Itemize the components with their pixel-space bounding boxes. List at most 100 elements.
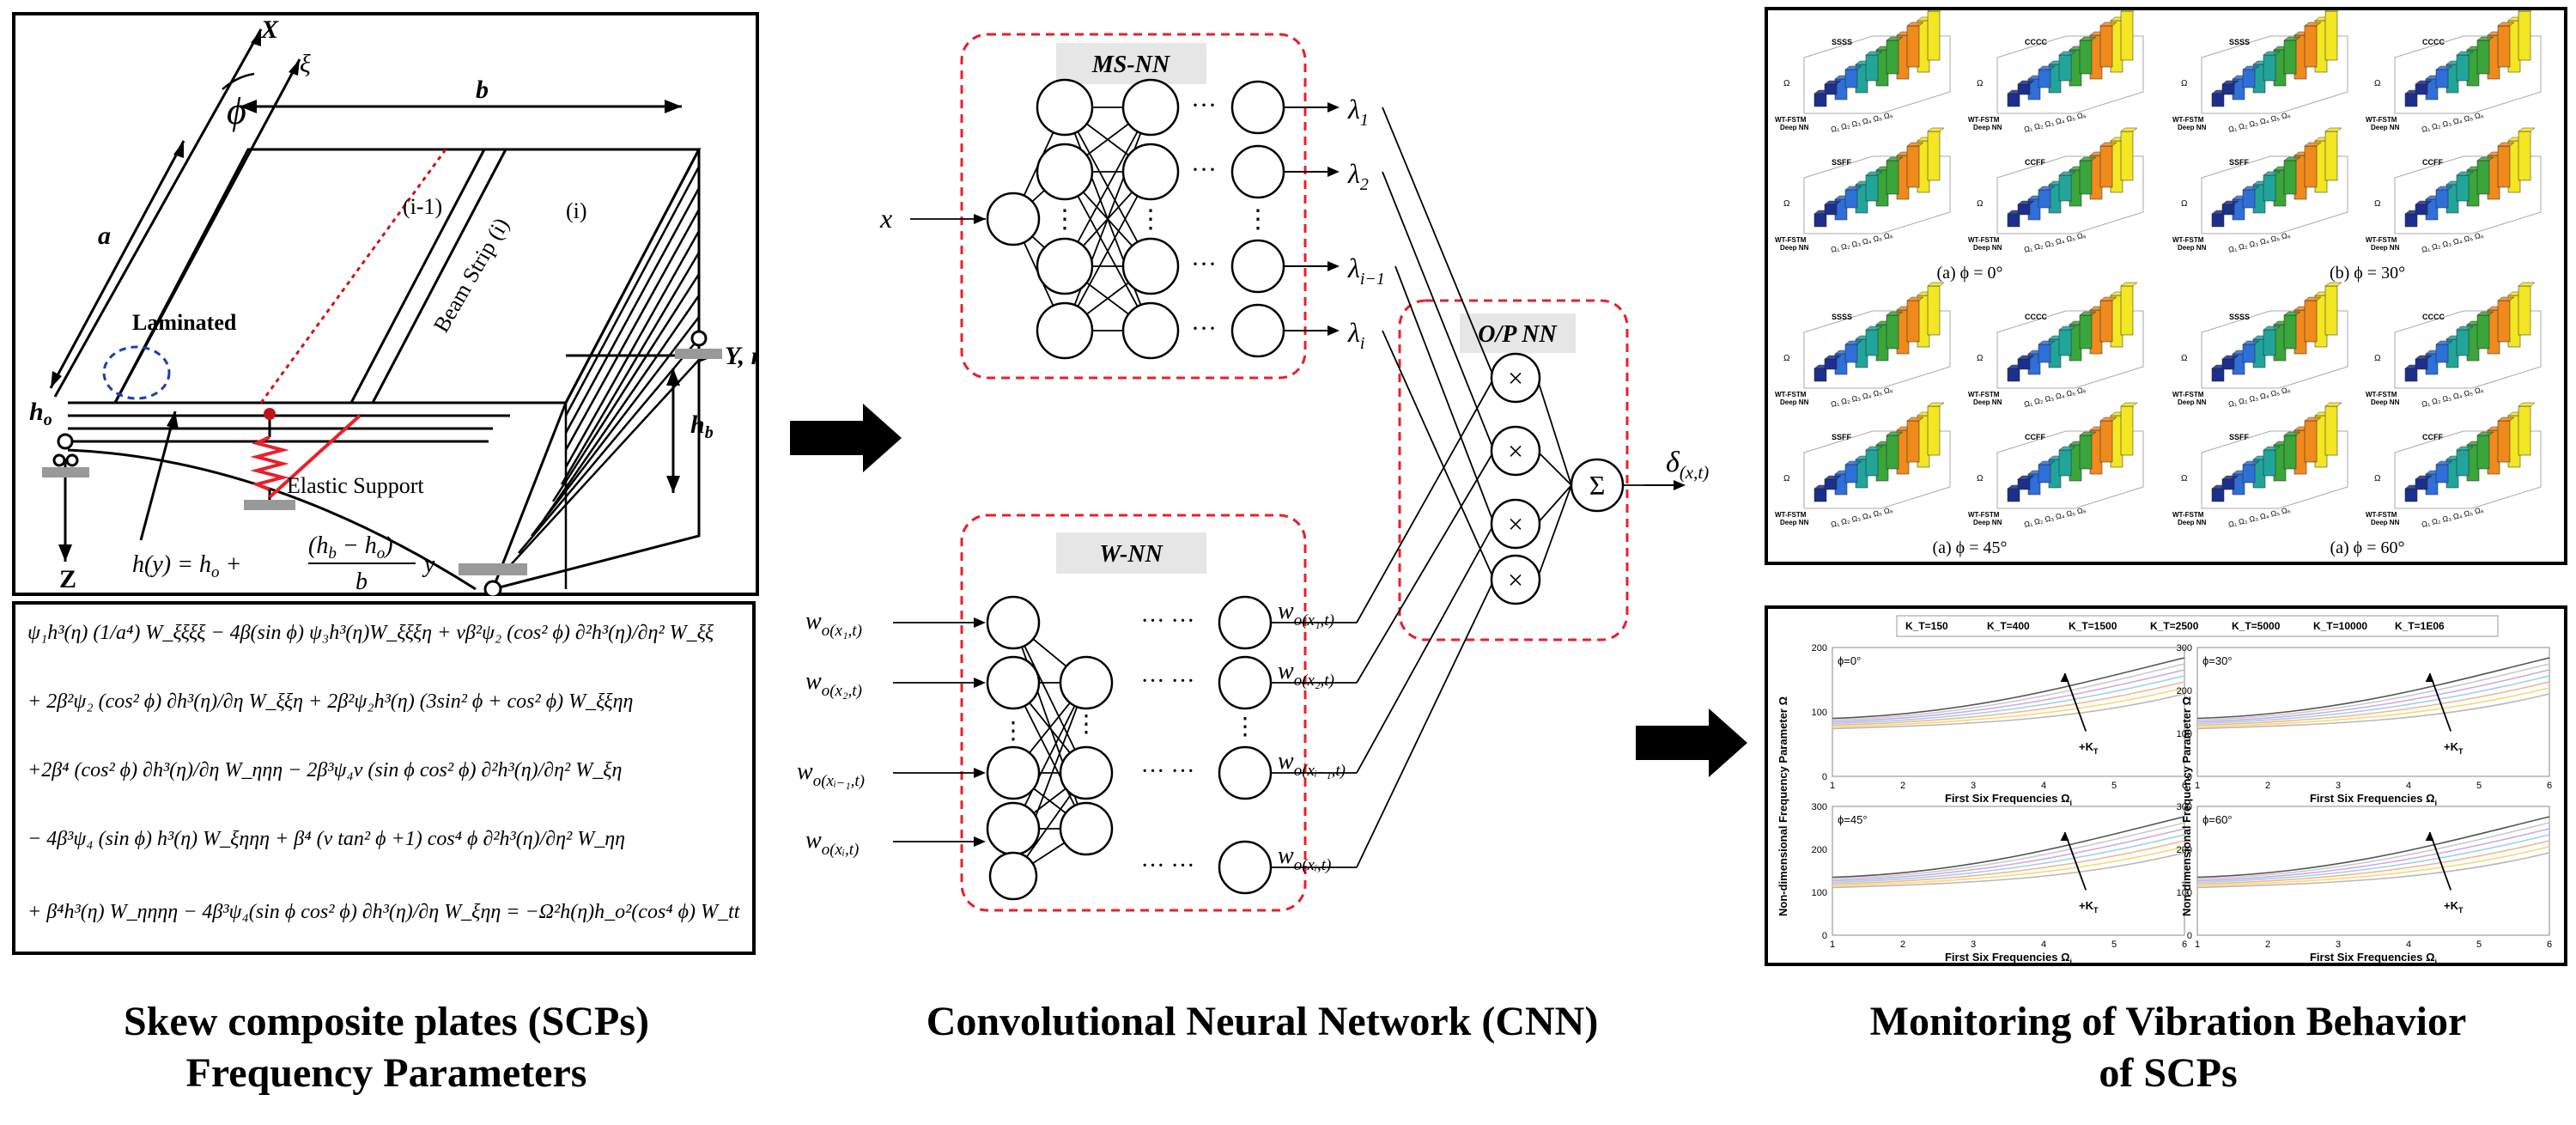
bc-method: WT-FSTM <box>2366 116 2397 124</box>
bc-label: CCFF <box>2422 158 2443 167</box>
bar <box>2456 449 2470 477</box>
bc-method: WT-FSTM <box>1968 236 2000 244</box>
bar <box>1865 329 1879 356</box>
svg-text:··· ···: ··· ··· <box>1141 758 1195 785</box>
bar <box>2518 131 2531 181</box>
series-line <box>2196 852 2550 889</box>
bar <box>2435 464 2449 483</box>
svg-text:⋮: ⋮ <box>1001 718 1025 745</box>
bar <box>1886 40 1899 75</box>
bar <box>2283 160 2297 195</box>
bar <box>2263 54 2276 82</box>
svg-text:··· ···: ··· ··· <box>1141 608 1195 635</box>
equation-line: + 2β²ψ₂ (cos² ϕ) ∂h³(η)/∂η W_ξξη + 2β²ψ₂… <box>27 690 634 713</box>
svg-text:···: ··· <box>1191 250 1217 278</box>
y-tick: 0 <box>1822 772 1827 782</box>
bar <box>2415 358 2428 370</box>
bar-group-caption: (a) ϕ = 0° <box>1936 264 2002 283</box>
legend-entry: K_T=150 <box>1905 620 1948 632</box>
bar <box>2211 368 2225 382</box>
series-line <box>1832 681 2185 727</box>
bar <box>2099 300 2113 343</box>
phi-label: ϕ=60° <box>2202 813 2233 826</box>
right-caption-line2: of SCPs <box>2099 1050 2238 1096</box>
x-tick: 4 <box>2041 940 2046 950</box>
bar <box>1927 10 1941 61</box>
bc-z: Ω <box>2181 199 2188 209</box>
series-line <box>2196 846 2550 887</box>
bar <box>2017 478 2031 490</box>
bar <box>2211 488 2225 502</box>
neural-network-diagram: MS-NN W-NN O/P NN x ··· ··· ··· ··· ⋮ ⋮ … <box>797 33 1644 912</box>
x-tick: 5 <box>2111 781 2117 791</box>
bc-method: WT-FSTM <box>1968 511 2000 519</box>
y-tick: 200 <box>1812 845 1827 855</box>
bar <box>2497 145 2511 188</box>
bc-label: SSSS <box>2229 38 2250 46</box>
bc-z: Ω <box>2181 354 2188 363</box>
bar <box>2120 405 2134 456</box>
y-tick: 300 <box>2177 802 2192 812</box>
x-tick: 6 <box>2547 940 2552 950</box>
bar <box>2079 314 2093 350</box>
bar <box>2404 368 2418 382</box>
bar <box>1824 478 1838 490</box>
bar <box>2283 40 2297 75</box>
bar <box>2476 314 2490 350</box>
bar <box>2324 405 2338 456</box>
bc-label: SSFF <box>2229 433 2250 441</box>
svg-text:wo(x₂,t): wo(x₂,t) <box>1278 658 1334 690</box>
x-tick: 4 <box>2406 940 2411 950</box>
x-tick: 6 <box>2547 781 2552 791</box>
legend-entry: K_T=1500 <box>2069 620 2117 632</box>
bc-method: Deep NN <box>1973 244 2002 252</box>
bc-label: CCFF <box>2422 433 2443 441</box>
legend-entry: K_T=400 <box>1987 620 2030 632</box>
bar <box>2038 189 2051 209</box>
bc-z: Ω <box>1977 354 1984 363</box>
bc-z: Ω <box>1783 199 1790 209</box>
x-tick: 5 <box>2111 940 2117 950</box>
skew-plate-diagram: X ξ ϕ b a (i) (i-1) Beam Strip (i) Lamin… <box>12 12 759 596</box>
svg-text:⋮: ⋮ <box>1233 714 1257 740</box>
bc-method: WT-FSTM <box>2172 511 2204 519</box>
width-b-label: b <box>476 76 489 104</box>
bar <box>1814 213 1827 228</box>
bar <box>1886 160 1899 195</box>
series-line <box>1832 675 2185 725</box>
bc-method: WT-FSTM <box>1775 391 1807 398</box>
svg-text:wo(x₁,t): wo(x₁,t) <box>805 608 862 640</box>
svg-text:Σ: Σ <box>1589 470 1606 501</box>
left-caption: Skew composite plates (SCPs) Frequency P… <box>17 996 756 1099</box>
bar <box>2007 213 2020 228</box>
flow-arrow-right-2 <box>1636 708 1747 777</box>
phi-label: ϕ=45° <box>1838 813 1868 826</box>
x-tick: 3 <box>2336 940 2341 950</box>
bar <box>2304 300 2318 343</box>
svg-text:λ1: λ1 <box>1347 94 1369 130</box>
bar <box>2242 189 2256 209</box>
bc-label: SSSS <box>1832 313 1852 321</box>
svg-text:wo(xᵢ₋₁,t): wo(xᵢ₋₁,t) <box>797 758 865 790</box>
series-line <box>2196 687 2550 728</box>
series-line <box>1832 828 2185 882</box>
bc-method: WT-FSTM <box>1775 236 1807 244</box>
bc-z: Ω <box>1783 474 1790 483</box>
bar <box>1886 314 1899 350</box>
bar <box>2435 344 2449 363</box>
bar <box>1906 420 1920 463</box>
series-line <box>1832 822 2185 880</box>
phi-label: ϕ=0° <box>1838 654 1861 667</box>
series-line <box>2196 828 2550 882</box>
svg-text:wo(x₁,t): wo(x₁,t) <box>1278 598 1334 629</box>
bc-method: Deep NN <box>2371 124 2400 131</box>
bar <box>2058 54 2072 82</box>
svg-text:×: × <box>1508 362 1523 393</box>
bc-method: Deep NN <box>2178 244 2207 252</box>
